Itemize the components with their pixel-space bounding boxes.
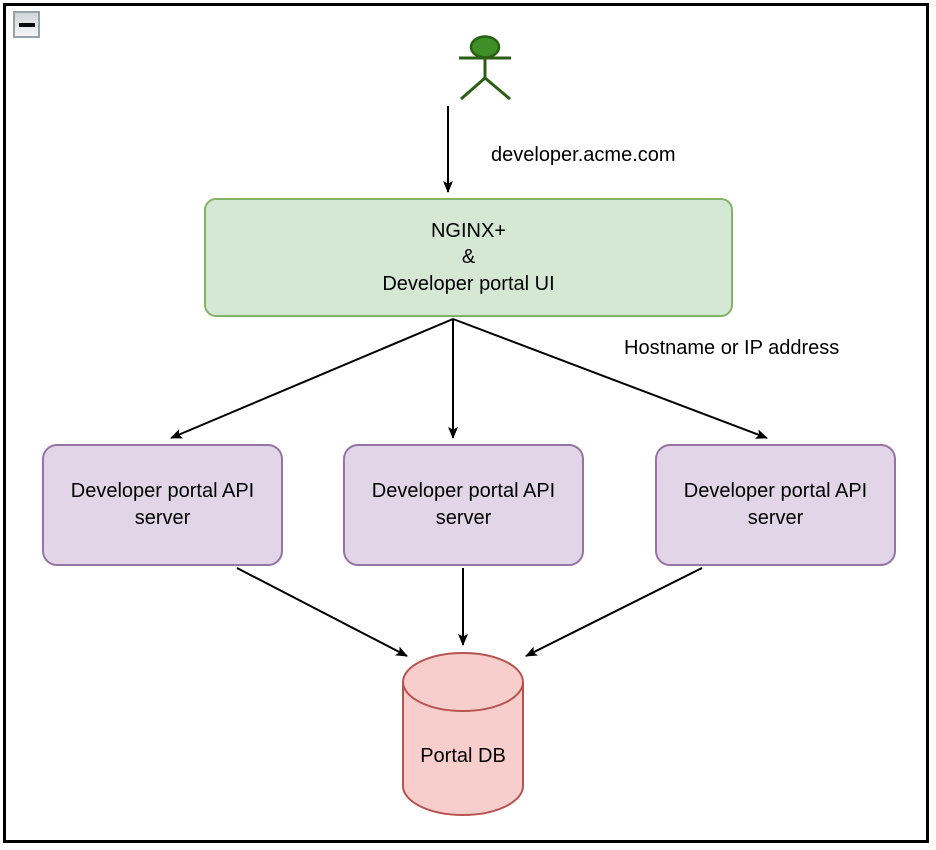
edge-label-fanout: Hostname or IP address xyxy=(624,337,840,359)
actor-leg-right xyxy=(484,76,511,101)
edge-gateway-to-api-3[interactable] xyxy=(452,318,768,439)
node-gateway-label: NGINX+ & Developer portal UI xyxy=(382,219,555,295)
node-api-server-label: Developer portal API server xyxy=(683,480,868,529)
minus-icon xyxy=(18,22,35,27)
node-api-server-label: Developer portal API server xyxy=(371,480,556,529)
database-cylinder-top-rim xyxy=(402,681,524,712)
node-gateway[interactable]: NGINX+ & Developer portal UI xyxy=(204,198,733,317)
actor-head xyxy=(469,35,501,59)
node-api-server-label: Developer portal API server xyxy=(70,480,255,529)
database-cylinder-body xyxy=(402,652,524,816)
node-database-label: Portal DB xyxy=(420,745,506,767)
node-api-server-3[interactable]: Developer portal API server xyxy=(655,444,896,566)
node-api-server-2[interactable]: Developer portal API server xyxy=(343,444,584,566)
edge-api-3-to-db[interactable] xyxy=(525,567,703,657)
edge-label-client-request: developer.acme.com xyxy=(491,144,676,166)
node-api-server-1[interactable]: Developer portal API server xyxy=(42,444,283,566)
edge-gateway-to-api-1[interactable] xyxy=(170,318,454,439)
actor-icon[interactable] xyxy=(459,35,511,101)
collapse-button[interactable] xyxy=(13,11,40,38)
edge-api-1-to-db[interactable] xyxy=(236,567,408,657)
database-node[interactable] xyxy=(402,652,524,816)
actor-leg-left xyxy=(460,76,486,101)
